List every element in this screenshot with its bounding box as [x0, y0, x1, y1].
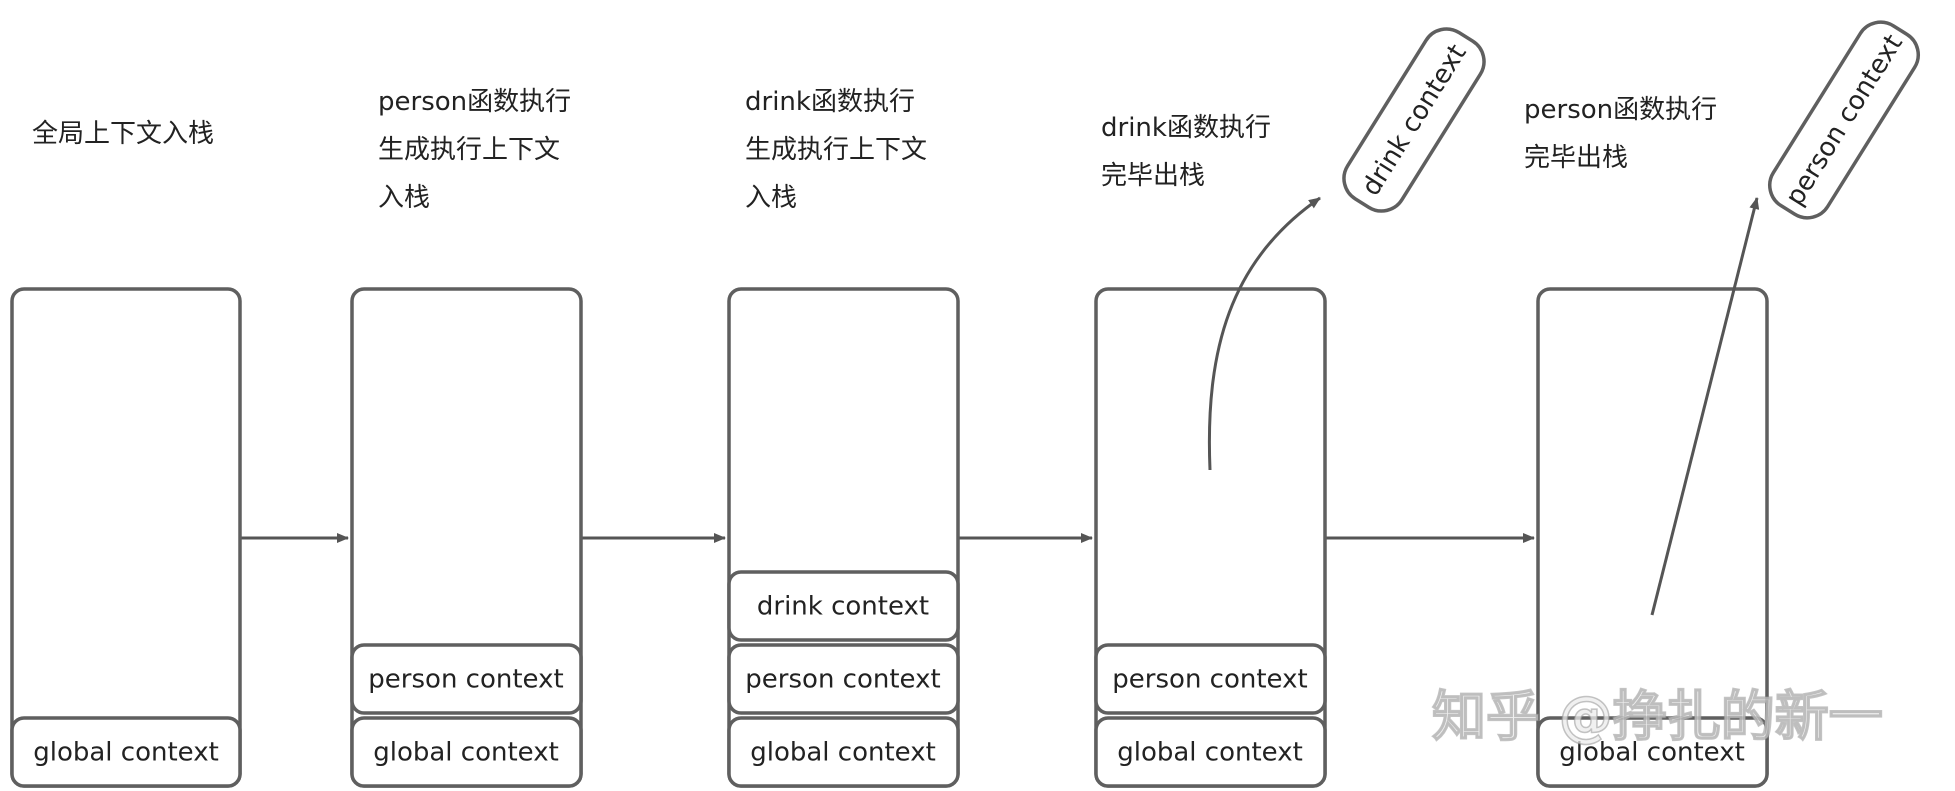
pop-arrow-person: [1650, 197, 1760, 616]
stack-3-frame-person: [727, 643, 960, 715]
caption-step-5: person函数执行 完毕出栈: [1524, 86, 1717, 182]
caption-step-2: person函数执行 生成执行上下文 入栈: [378, 78, 571, 222]
stack-1-frame-global: [10, 716, 242, 788]
stack-3-frame-drink: [727, 570, 960, 642]
stack-1: [10, 287, 242, 788]
caption-step-4-line-1: drink函数执行: [1101, 113, 1271, 143]
caption-step-4: drink函数执行 完毕出栈: [1101, 104, 1271, 200]
stack-2-frame-person: [350, 643, 583, 715]
stack-4-frame-global: [1094, 716, 1327, 788]
caption-step-2-line-3: 入栈: [378, 183, 431, 213]
popped-person-frame: person context: [1768, 20, 1920, 220]
stack-5-frame-global: [1536, 716, 1769, 788]
stack-3-frame-person-label: person context: [745, 665, 940, 695]
pop-arrow-drink: [1207, 196, 1321, 471]
caption-step-4-line-2: 完毕出栈: [1101, 161, 1206, 191]
stack-1-frame-global-label: global context: [33, 738, 219, 768]
caption-step-1: 全局上下文入栈: [32, 110, 214, 158]
popped-drink-frame: drink context: [1342, 27, 1486, 213]
stack-5-frame-global-label: global context: [1559, 738, 1745, 768]
caption-step-5-line-1: person函数执行: [1524, 95, 1718, 125]
caption-step-3-line-2: 生成执行上下文: [745, 135, 928, 165]
caption-step-5-line-2: 完毕出栈: [1524, 143, 1629, 173]
caption-step-2-line-1: person函数执行: [378, 87, 572, 117]
caption-step-3-line-1: drink函数执行: [745, 87, 915, 117]
stack-3-frame-global: [727, 716, 960, 788]
watermark: 知乎 @挣扎的新一: [1431, 684, 1883, 749]
caption-step-3: drink函数执行 生成执行上下文 入栈: [745, 78, 927, 222]
stack-3-frame-drink-label: drink context: [757, 592, 929, 622]
stack-4-frame-person-label: person context: [1112, 665, 1307, 695]
stack-4-frame-person: [1094, 643, 1327, 715]
caption-step-1-line-1: 全局上下文入栈: [32, 119, 215, 149]
stack-2-frame-global: [350, 716, 583, 788]
caption-step-3-line-3: 入栈: [745, 183, 798, 213]
stack-2-frame-person-label: person context: [368, 665, 563, 695]
stack-3-frame-global-label: global context: [750, 738, 936, 768]
stack-4-frame-global-label: global context: [1117, 738, 1303, 768]
caption-step-2-line-2: 生成执行上下文: [378, 135, 561, 165]
stack-2-frame-global-label: global context: [373, 738, 559, 768]
